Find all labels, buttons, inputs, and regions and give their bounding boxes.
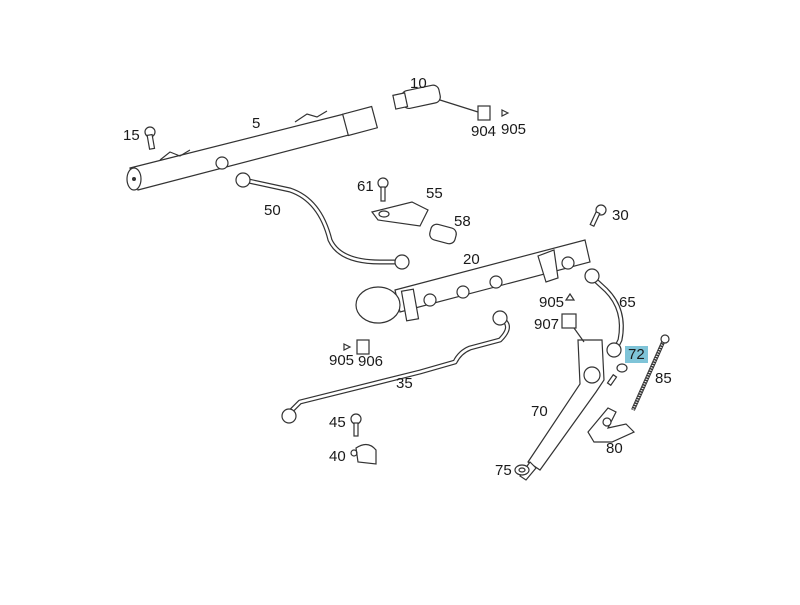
fuel-line-35 xyxy=(281,310,510,424)
part-label-10: 10 xyxy=(410,75,427,92)
washer-75 xyxy=(514,464,530,476)
part-label-50: 50 xyxy=(264,202,281,219)
part-label-906: 906 xyxy=(358,353,384,370)
fuel-rail-upper xyxy=(126,105,379,191)
part-label-80: 80 xyxy=(606,440,623,457)
part-label-905-lower: 905 xyxy=(329,352,355,369)
part-label-61: 61 xyxy=(357,178,374,195)
clamp-80 xyxy=(587,407,636,443)
part-label-35: 35 xyxy=(396,375,413,392)
part-label-45: 45 xyxy=(329,414,346,431)
connector-907 xyxy=(561,292,577,329)
part-label-85: 85 xyxy=(655,370,672,387)
bolt-15 xyxy=(144,126,156,150)
part-label-905-upper: 905 xyxy=(539,294,565,311)
fuel-rail-lower xyxy=(355,239,591,324)
part-label-904: 904 xyxy=(471,123,497,140)
part-label-40: 40 xyxy=(329,448,346,465)
part-label-5: 5 xyxy=(252,115,261,132)
part-label-75: 75 xyxy=(495,462,512,479)
bolt-85 xyxy=(631,334,670,411)
pressure-sensor-10 xyxy=(392,84,510,121)
fuel-line-65 xyxy=(584,268,624,358)
part-label-65: 65 xyxy=(619,294,636,311)
part-label-905: 905 xyxy=(501,121,527,138)
bracket-55 xyxy=(370,201,429,227)
bolt-30 xyxy=(589,204,607,227)
part-label-907: 907 xyxy=(534,316,560,333)
part-label-72-highlighted: 72 xyxy=(625,346,648,363)
part-label-30: 30 xyxy=(612,207,629,224)
part-label-70: 70 xyxy=(531,403,548,420)
seal-72 xyxy=(606,363,628,387)
bolt-61 xyxy=(377,177,389,202)
connector-906 xyxy=(343,339,370,355)
bolt-45 xyxy=(350,413,362,437)
part-label-58: 58 xyxy=(454,213,471,230)
grommet-58 xyxy=(429,223,457,245)
clip-40 xyxy=(350,443,377,465)
part-label-15: 15 xyxy=(123,127,140,144)
fuel-line-50 xyxy=(235,172,410,270)
part-label-20: 20 xyxy=(463,251,480,268)
part-label-55: 55 xyxy=(426,185,443,202)
